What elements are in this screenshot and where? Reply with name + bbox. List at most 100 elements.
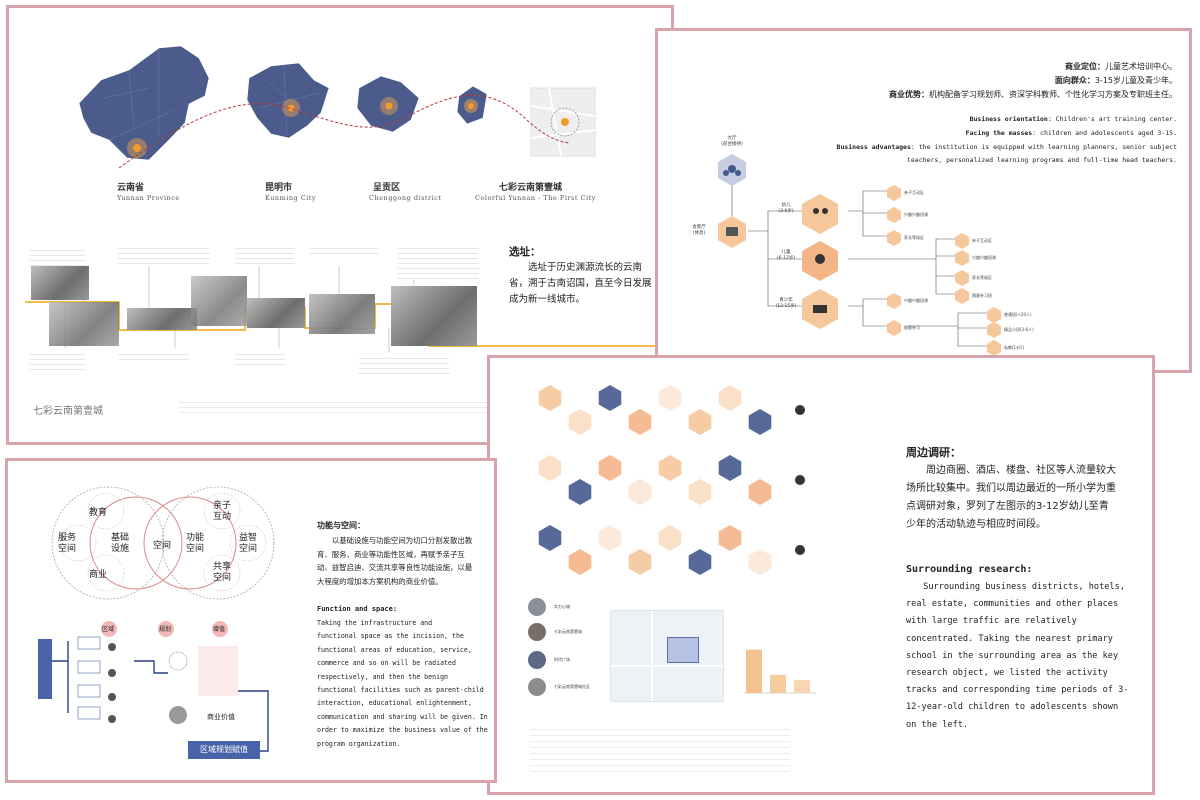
flow-region-valuation: 区域规划赋值	[188, 741, 260, 759]
en-line-3: functional areas of education, service,	[317, 645, 472, 654]
teen-sub-2: 精品小班(3-6人)	[1004, 327, 1034, 332]
history-photo-1	[31, 266, 89, 300]
node-toddler-hex	[802, 194, 838, 234]
history-photo-7	[391, 286, 477, 346]
place-photo-1	[528, 598, 546, 616]
child-leaf-3: 家长等候区	[972, 275, 992, 280]
activity-hex	[628, 479, 652, 505]
timeline-note-9	[359, 354, 449, 374]
timeline-note-6	[29, 350, 85, 374]
timeline-note-2	[117, 244, 209, 266]
history-photo-4	[191, 276, 247, 326]
en-line-5: respectively, and then the benign	[317, 672, 449, 681]
research-panel: 实力心城 七彩云南第壹城 时代广场 七彩云南第壹城社区 周边调研： 周边商圈、酒…	[487, 355, 1155, 795]
traffic-bar	[770, 674, 786, 693]
en-line-7: interaction, educational enlightenment,	[317, 699, 472, 708]
activity-hex	[718, 525, 742, 551]
location-2-en: Kunming City	[265, 194, 317, 202]
activity-hex	[718, 385, 742, 411]
people-icon	[795, 475, 805, 485]
venn-service-space: 服务 空间	[58, 533, 77, 554]
activity-hex	[628, 549, 652, 575]
traffic-bar-chart	[744, 649, 816, 694]
flow-business-value: 商业价值	[207, 713, 235, 721]
child-leaf-4: 随意补习班	[972, 293, 992, 298]
child-leaf-1: 亲子互动区	[972, 238, 992, 243]
en-line-2: functional space as the incision, the	[317, 632, 464, 641]
history-photo-3	[127, 308, 197, 330]
timeline-note-7	[119, 350, 189, 364]
business-positioning: 商业定位：儿童艺术培训中心。	[1065, 62, 1177, 71]
function-cn-text: 以基础设施与功能空间为切口分割发散出教育、服务、商业等功能性区域，再赋予亲子互动…	[317, 536, 473, 586]
research-en-text: Surrounding business districts, hotels, …	[906, 582, 1129, 730]
footer-title: 七彩云南第壹城	[33, 406, 103, 417]
teen-sub-3: 私教(1对1)	[1004, 345, 1025, 350]
activity-hex-grid	[538, 385, 805, 575]
place-label-1: 实力心城	[554, 604, 570, 609]
place-label-2: 七彩云南第壹城	[554, 629, 582, 634]
venn-commerce: 商业	[89, 570, 108, 580]
footer-fine-print	[179, 398, 579, 416]
activity-hex	[598, 455, 622, 481]
function-panel: 教育 服务 空间 商业 基础 设施 空间 功能 空间 亲子 互动 益智 空间 共…	[5, 458, 497, 783]
venn-puzzle-space: 益智 空间	[239, 533, 258, 554]
place-label-4: 七彩云南第壹城社区	[554, 684, 590, 689]
business-panel: 商业定位：儿童艺术培训中心。 面向群众：3-15岁儿童及青少年。 商业优势：机构…	[655, 28, 1192, 373]
location-4-cn: 七彩云南第壹城	[499, 183, 563, 193]
location-2-cn: 昆明市	[265, 183, 293, 193]
place-photo-4	[528, 678, 546, 696]
history-photo-5	[247, 298, 305, 328]
flow-increment: 增值	[213, 626, 226, 633]
research-en-heading: Surrounding research:	[906, 564, 1033, 575]
activity-hex	[538, 455, 562, 481]
activity-hex	[658, 525, 682, 551]
teen-leaf-2: 随意补习	[904, 325, 920, 330]
activity-hex	[748, 409, 772, 435]
business-advantages-en-2: teachers, personalized learning programs…	[906, 156, 1177, 164]
en-line-10: program organization.	[317, 739, 401, 748]
en-line-1: Taking the infrastructure and	[317, 619, 433, 627]
function-cn-heading: 功能与空间：	[317, 521, 365, 530]
activity-hex	[718, 455, 742, 481]
timeline-note-4	[309, 244, 379, 258]
location-1-en: Yunnan Province	[117, 194, 180, 202]
place-photo-2	[528, 623, 546, 641]
location-panel: 云南省 Yunnan Province 昆明市 Kunming City 呈贡区…	[6, 5, 674, 445]
location-3-cn: 呈贡区	[373, 183, 401, 193]
activity-hex	[748, 549, 772, 575]
function-tree	[718, 154, 1001, 356]
business-orientation-en: Business orientation: Children's art tra…	[969, 115, 1177, 123]
traffic-bar	[794, 680, 810, 693]
research-cn-heading: 周边调研：	[906, 446, 961, 459]
node-teen-label: 青少年 (12-15岁)	[775, 298, 797, 309]
business-advantages-en: Business advantages: the institution is …	[836, 143, 1177, 151]
venn-shared-space: 共享 空间	[213, 562, 232, 583]
activity-hex	[658, 385, 682, 411]
timeline-note-3	[235, 244, 295, 266]
venn-parent-child: 亲子 互动	[213, 501, 232, 522]
en-line-8: communication and sharing will be given.…	[317, 712, 488, 721]
activity-hex	[538, 525, 562, 551]
china-map	[78, 45, 210, 161]
activity-hex	[658, 455, 682, 481]
node-rest-label: 会客厅 (休息)	[692, 225, 706, 236]
facing-masses-en: Facing the masses: children and adolesce…	[965, 129, 1177, 137]
people-icon	[795, 545, 805, 555]
location-4-en: Colorful Yunnan - The First City	[475, 194, 596, 202]
place-photo-3	[528, 651, 546, 669]
survey-map	[610, 610, 724, 702]
site-text: 选址于历史渊源流长的云南省，溯于古南诏国，直至今日发展成为新一线城市。	[509, 262, 652, 305]
en-line-9: order to maximize the business value of …	[317, 726, 488, 735]
activity-hex	[598, 525, 622, 551]
activity-hex	[628, 409, 652, 435]
history-photo-6	[309, 294, 375, 334]
site-heading: 选址：	[509, 246, 541, 258]
timeline-note-5	[397, 244, 479, 280]
child-leaf-2: 兴趣兴趣班课	[972, 255, 996, 260]
venn-education: 教育	[89, 508, 108, 518]
function-en-text: Taking the infrastructure and functional…	[317, 617, 492, 751]
activity-hex	[538, 385, 562, 411]
survey-site-area	[667, 637, 699, 663]
history-photo-2	[49, 302, 119, 346]
function-en-heading: Function and space:	[317, 605, 398, 613]
